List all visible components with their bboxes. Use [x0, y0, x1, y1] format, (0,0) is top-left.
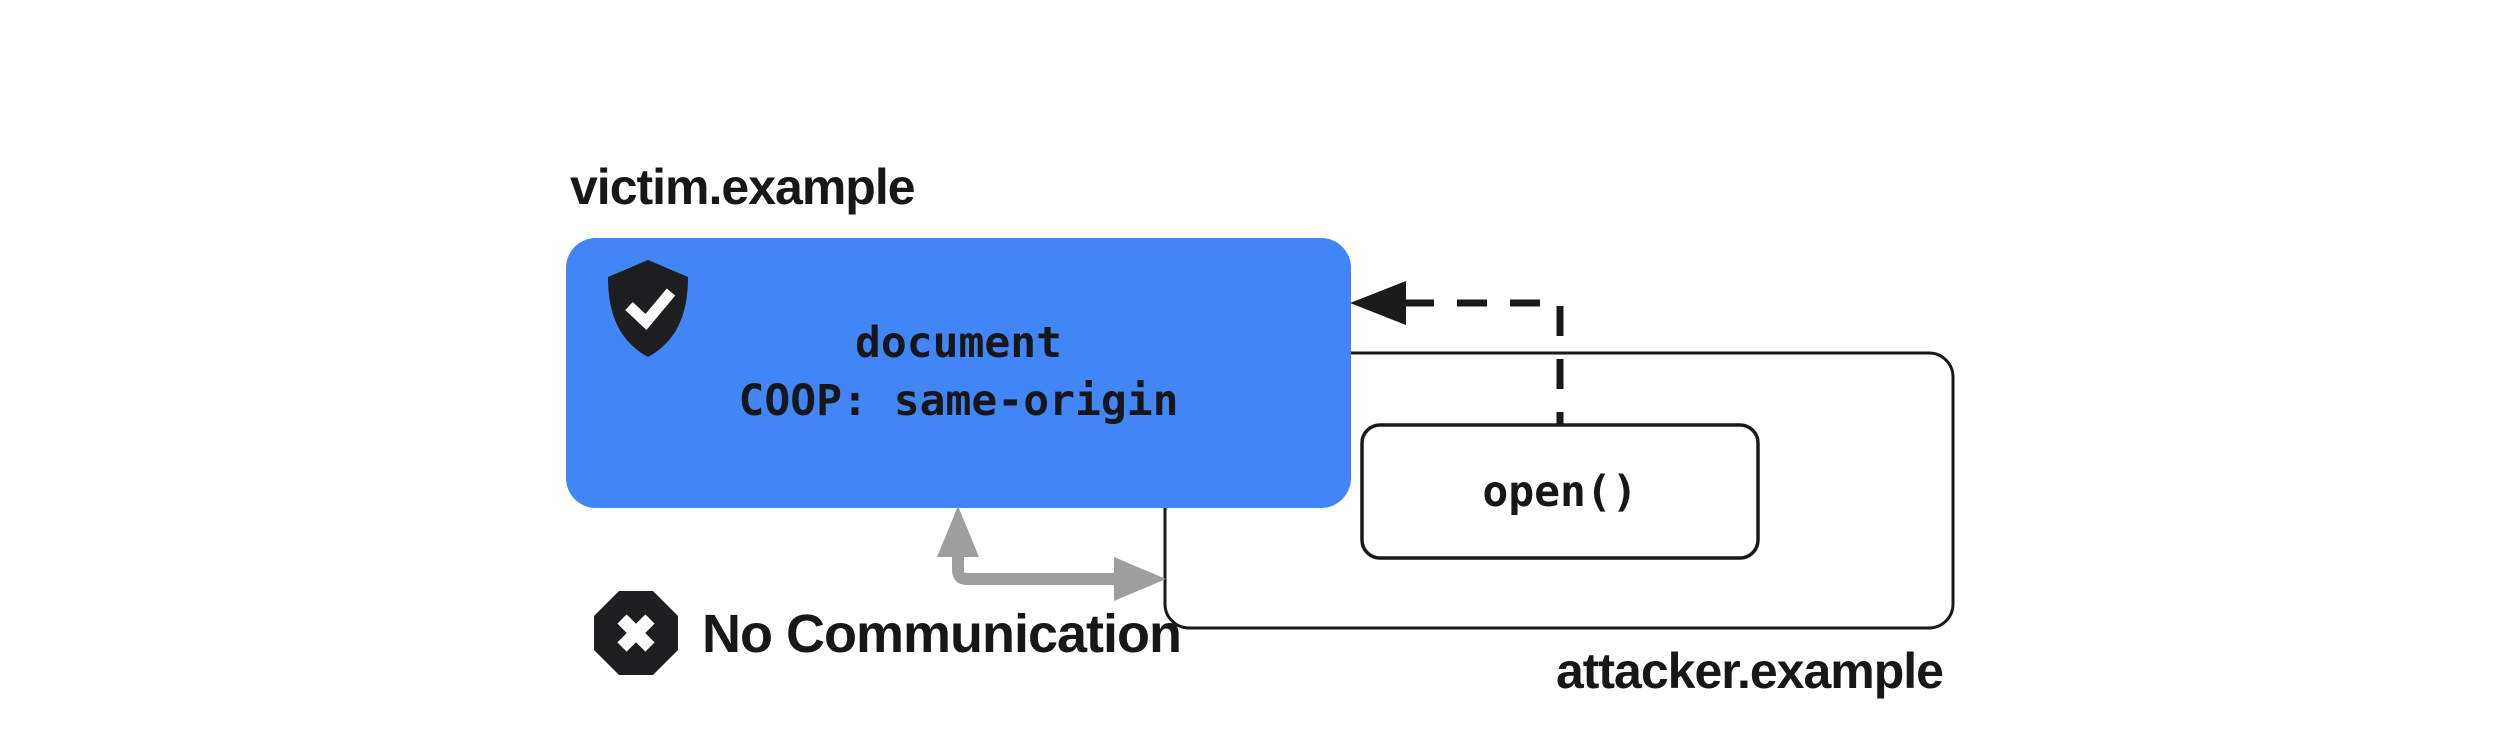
dashed-arrow-line: [1404, 299, 1564, 425]
no-communication-arrow: [937, 506, 1166, 601]
victim-domain-label: victim.example: [570, 159, 916, 215]
victim-document-box: [566, 238, 1351, 508]
attacker-domain-label: attacker.example: [1555, 643, 1944, 699]
shield-check-icon: [608, 260, 688, 357]
open-call-label: open(): [1482, 466, 1638, 517]
opener-reference-dashed-arrow: [1350, 281, 1564, 425]
octagon-x-icon: [594, 591, 678, 675]
no-communication-label: No Communication: [702, 604, 1182, 664]
victim-box-line2: COOP: same-origin: [738, 376, 1179, 426]
victim-box-line1: document: [854, 318, 1063, 368]
gray-arrow-up-head-icon: [937, 506, 979, 557]
gray-arrow-right-head-icon: [1114, 557, 1166, 601]
dashed-arrow-head-icon: [1350, 281, 1406, 325]
victim-box-text: document COOP: same-origin: [566, 314, 1351, 430]
gray-arrow-line: [952, 554, 1114, 585]
